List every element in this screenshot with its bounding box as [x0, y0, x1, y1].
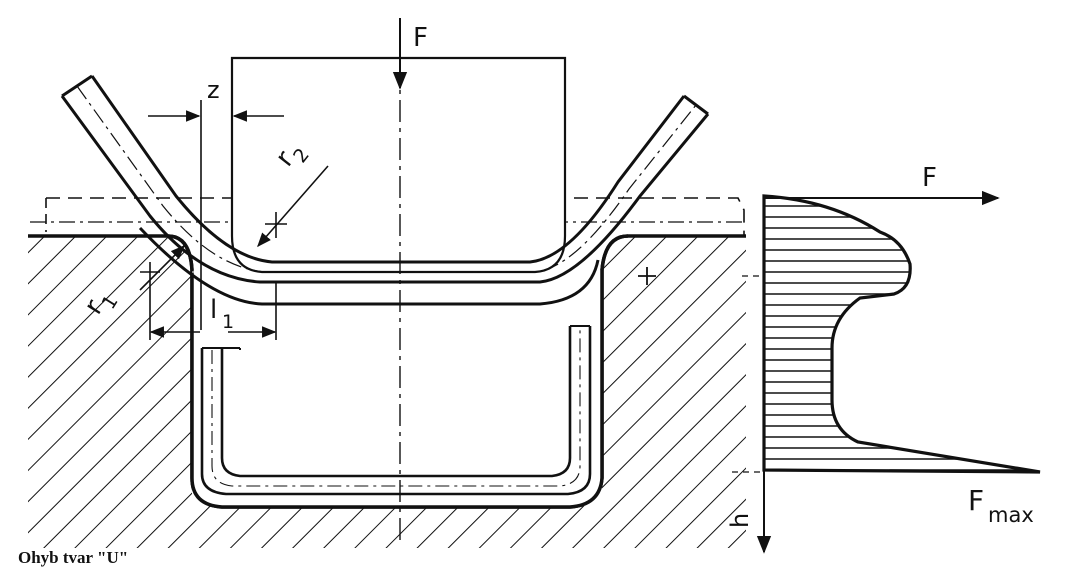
- force-curve-area: [762, 194, 1041, 474]
- clearance-label: z: [207, 76, 220, 104]
- stroke-axis-label: h: [726, 513, 754, 528]
- force-stroke-graph: F h F max: [726, 163, 1041, 554]
- length-sub: 1: [222, 311, 234, 333]
- force-axis-label: F: [922, 163, 937, 193]
- punch: [230, 56, 567, 274]
- finished-u-part: [200, 325, 592, 496]
- force-arrow-top: F: [392, 18, 428, 90]
- length-label: l: [210, 295, 217, 325]
- force-top-label: F: [413, 23, 428, 53]
- cross-mark: [638, 267, 656, 285]
- figure-caption: Ohyb tvar "U": [18, 548, 129, 567]
- clearance-dimension: z: [148, 76, 284, 330]
- force-max-sub: max: [988, 503, 1034, 527]
- force-max-label: F: [968, 484, 984, 517]
- die: [28, 234, 746, 548]
- length-dimension: l 1: [149, 282, 277, 340]
